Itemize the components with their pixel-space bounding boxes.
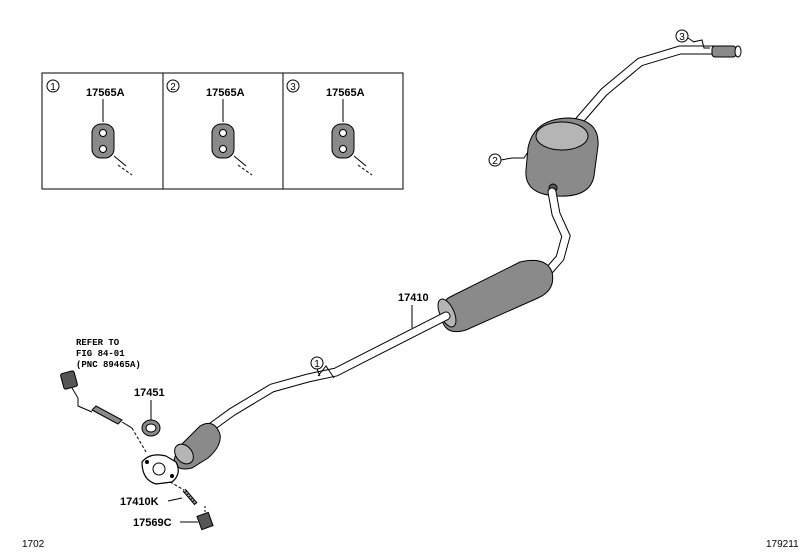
oxygen-sensor-icon: [60, 370, 133, 429]
callout-2: 2: [488, 153, 513, 167]
flange-nut-icon: [196, 506, 214, 531]
gasket-icon: [141, 419, 161, 437]
callout-1: 1: [310, 356, 324, 377]
reference-line-2: FIG 84-01: [76, 349, 125, 359]
inset-part-number: 17565A: [86, 87, 125, 99]
inset-3: 3 17565A: [286, 79, 373, 176]
inset-part-number: 17565A: [326, 87, 365, 99]
inset-index: 1: [50, 82, 56, 93]
stud-bolt-icon: [182, 488, 198, 506]
exhaust-pipe-assembly: [141, 39, 742, 485]
callout-number: 1: [314, 359, 320, 370]
footer-right-code: 179211: [766, 539, 799, 550]
reference-line-3: (PNC 89465A): [76, 360, 141, 370]
hanger-bracket: [317, 365, 335, 379]
label-nut: 17569C: [133, 506, 214, 531]
label-stud: 17410K: [120, 481, 198, 508]
rear-muffler-icon: [525, 117, 599, 197]
label-exhaust-pipe: 17410: [398, 292, 429, 328]
inset-index-circle: [46, 79, 60, 93]
tail-pipe-tip-icon: [711, 45, 742, 58]
callout-number: 3: [679, 32, 685, 43]
inset-index-circle: [166, 79, 180, 93]
hanger-bracket: [512, 151, 529, 159]
inset-frame: [41, 72, 404, 190]
rubber-hanger-icon: [331, 123, 373, 176]
inset-2: 2 17565A: [166, 79, 253, 176]
rubber-hanger-icon: [211, 123, 253, 176]
inset-part-number: 17565A: [206, 87, 245, 99]
exhaust-flange-icon: [141, 454, 179, 485]
rubber-hanger-icon: [91, 123, 133, 176]
inset-1: 1 17565A: [46, 79, 133, 176]
part-number: 17569C: [133, 517, 172, 529]
part-number: 17410K: [120, 496, 159, 508]
part-number: 17451: [134, 387, 165, 399]
resonator-icon: [437, 259, 554, 333]
hanger-inset-panels: 1 17565A 2 17565A: [41, 72, 404, 190]
part-number: 17410: [398, 292, 429, 304]
catalytic-converter-icon: [173, 422, 221, 470]
label-gasket: 17451: [134, 387, 165, 437]
reference-line-1: REFER TO: [76, 338, 120, 348]
inset-index-circle: [286, 79, 300, 93]
inset-index: 3: [290, 82, 296, 93]
callout-3: 3: [675, 29, 695, 43]
hanger-bracket: [692, 39, 710, 49]
callout-number: 2: [492, 156, 498, 167]
inset-index: 2: [170, 82, 176, 93]
footer-left-code: 1702: [22, 539, 45, 550]
oxygen-sensor-reference: REFER TO FIG 84-01 (PNC 89465A): [60, 338, 147, 453]
